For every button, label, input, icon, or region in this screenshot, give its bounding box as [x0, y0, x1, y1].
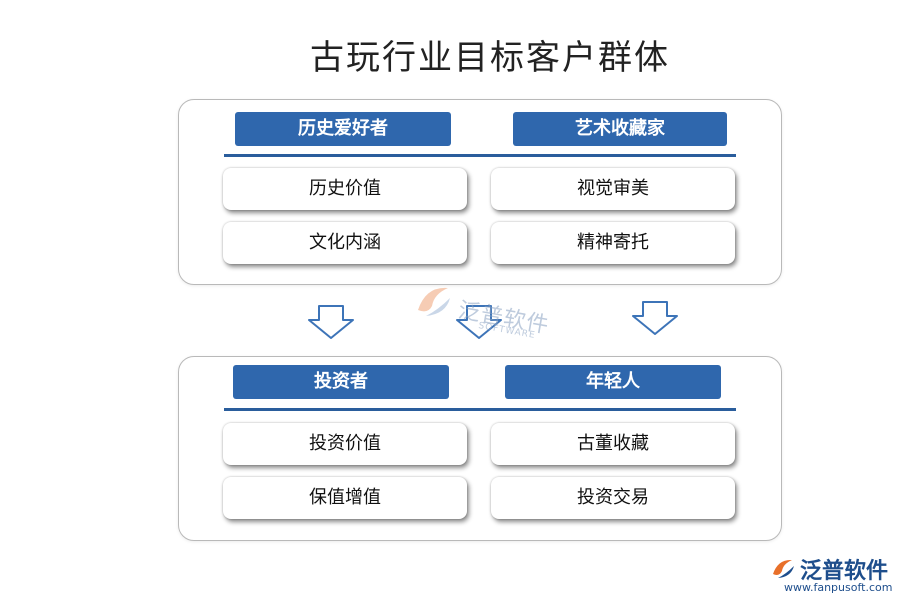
brand-logo: 泛普软件 [770, 553, 888, 585]
down-arrow-left-icon [308, 305, 354, 339]
brand-name: 泛普软件 [800, 559, 889, 584]
header-young-people: 年轻人 [505, 365, 721, 399]
card-antique-collecting: 古董收藏 [491, 423, 735, 465]
card-investment-trading: 投资交易 [491, 477, 735, 519]
watermark-logo-icon [418, 287, 450, 316]
panel-bottom: 投资者 年轻人 投资价值 保值增值 古董收藏 投资交易 [178, 356, 782, 541]
divider-bottom [224, 408, 736, 411]
card-historical-value: 历史价值 [223, 168, 467, 210]
card-value-preservation: 保值增值 [223, 477, 467, 519]
card-visual-aesthetics: 视觉审美 [491, 168, 735, 210]
card-spiritual-sustenance: 精神寄托 [491, 222, 735, 264]
card-investment-value: 投资价值 [223, 423, 467, 465]
header-art-collectors: 艺术收藏家 [513, 112, 727, 146]
header-investors: 投资者 [233, 365, 449, 399]
brand-url: www.fanpusoft.com [784, 581, 893, 594]
down-arrow-middle-icon [456, 305, 502, 339]
divider-top [224, 154, 736, 157]
panel-top: 历史爱好者 艺术收藏家 历史价值 文化内涵 视觉审美 精神寄托 [178, 99, 782, 285]
down-arrow-right-icon [632, 301, 678, 335]
card-cultural-connotation: 文化内涵 [223, 222, 467, 264]
diagram-title: 古玩行业目标客户群体 [310, 38, 670, 78]
header-history-enthusiasts: 历史爱好者 [235, 112, 451, 146]
brand-logo-icon [773, 559, 794, 578]
